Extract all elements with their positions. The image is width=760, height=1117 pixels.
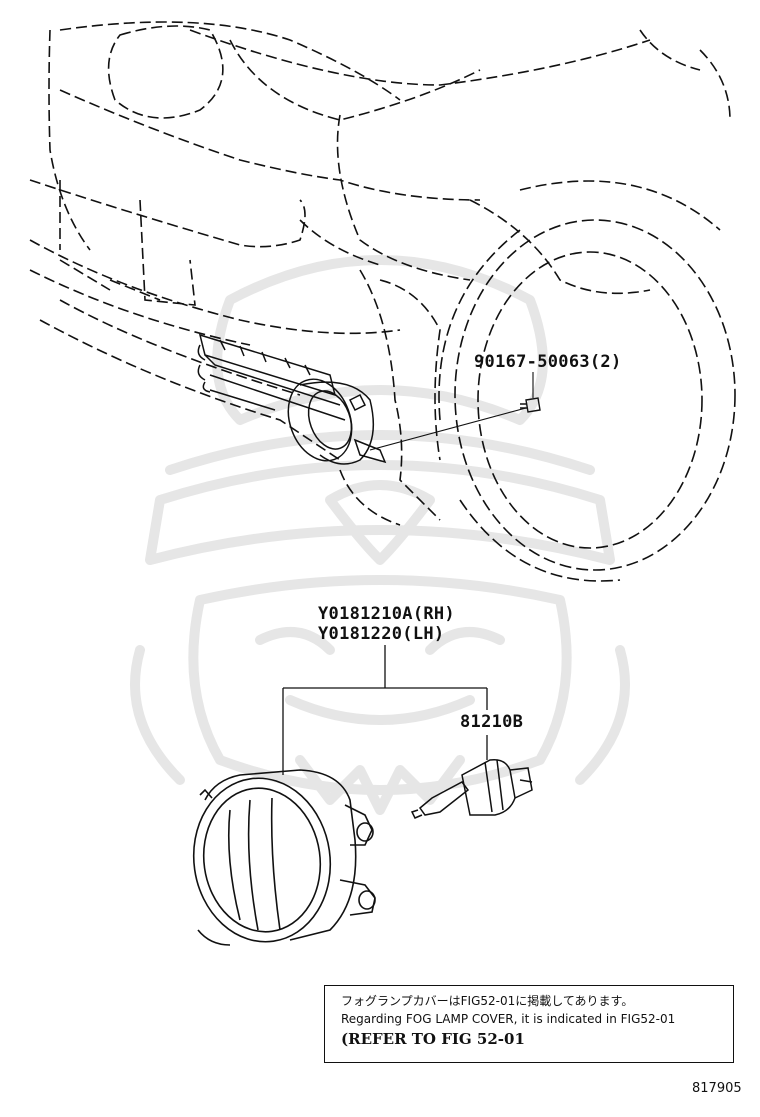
bolt-leader-line — [369, 407, 527, 451]
bulb-81210b — [410, 758, 533, 819]
note-english: Regarding FOG LAMP COVER, it is indicate… — [341, 1012, 676, 1026]
reference-note-box: フォグランプカバーはFIG52-01に掲載してあります。 Regarding F… — [324, 985, 734, 1063]
lamp-rh-part-number: Y0181210A(RH) — [318, 604, 455, 624]
note-japanese: フォグランプカバーはFIG52-01に掲載してあります。 — [341, 994, 634, 1008]
fog-lamp-unit — [192, 769, 376, 946]
bolt-part-number: 90167-50063(2) — [474, 352, 622, 372]
samurai-helmet-watermark-icon — [130, 255, 630, 815]
wheel-outline — [438, 219, 736, 582]
figure-id: 817905 — [692, 1081, 742, 1096]
assembly-leader-lines — [282, 645, 488, 775]
lamp-lh-part-number: Y0181220(LH) — [318, 624, 445, 644]
lamp-mounting-bracket — [197, 333, 387, 465]
note-reference: (REFER TO FIG 52-01 — [341, 1030, 525, 1048]
bulb-part-number: 81210B — [460, 712, 524, 732]
vehicle-body-outline — [29, 21, 731, 526]
